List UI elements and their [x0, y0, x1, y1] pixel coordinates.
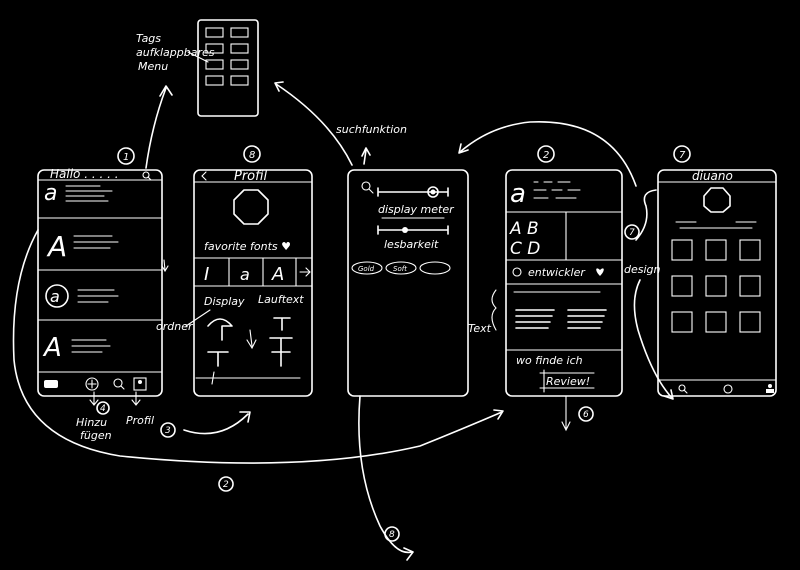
number-8: 8 — [249, 150, 255, 161]
svg-text:A: A — [46, 230, 67, 263]
profil-label: Profil — [126, 414, 154, 427]
design-label: design — [624, 263, 661, 276]
suchfunktion-label: suchfunktion — [336, 123, 407, 136]
wo-finde-label: wo finde ich — [516, 354, 583, 367]
screen-home: a A a A — [37, 169, 163, 406]
number-7: 7 — [679, 150, 686, 161]
text-label: Text — [468, 322, 492, 335]
arrow-sort-up — [361, 147, 371, 165]
ordner-label: ordner — [156, 320, 194, 333]
home-header: Hallo . . . . . — [50, 167, 119, 181]
number-4: 4 — [100, 404, 106, 414]
arrow-to-menu-left — [145, 85, 173, 169]
svg-text:A: A — [271, 264, 284, 285]
profil-header: Profil — [234, 169, 268, 184]
svg-text:I: I — [204, 264, 209, 285]
arrow-profil-flow — [183, 411, 251, 435]
number-3: 3 — [165, 426, 171, 436]
arrow-search-down — [358, 395, 414, 561]
number-2-top: 2 — [543, 150, 549, 161]
number-1: 1 — [123, 152, 129, 163]
arrow-to-menu-right — [274, 81, 353, 166]
svg-text:A B: A B — [509, 219, 539, 239]
tags-menu-label-2: aufklappbares — [136, 46, 215, 59]
arrow-home-to-detail — [12, 229, 504, 464]
entwickler-label: entwickler — [528, 266, 586, 279]
svg-text:a: a — [240, 265, 250, 284]
col-lauftext-label: Lauftext — [258, 293, 304, 306]
tags-menu-wireframe — [187, 19, 259, 117]
pill-gold-label: Gold — [358, 265, 375, 273]
screen-designer — [657, 169, 777, 397]
number-2-bottom: 2 — [223, 480, 229, 490]
svg-text:A: A — [42, 333, 62, 363]
designer-header: diuano — [692, 169, 733, 183]
tags-menu-label-3: Menu — [138, 60, 168, 73]
screen-profil: I a A — [193, 169, 313, 397]
slider-display-meter-label: display meter — [378, 203, 455, 216]
number-8-bottom: 8 — [389, 530, 395, 540]
arrow-design-side — [635, 189, 657, 241]
svg-text:a: a — [50, 287, 60, 306]
hinzufuegen-label-2: fügen — [80, 429, 112, 442]
tags-menu-label-1: Tags — [136, 32, 161, 45]
col-display-label: Display — [204, 295, 245, 308]
hinzufuegen-label-1: Hinzu — [76, 416, 107, 429]
screen-search — [347, 169, 469, 397]
pill-soft-label: Soft — [393, 265, 407, 273]
arrow-design-to-designer — [633, 279, 674, 400]
arrow-detail-to-search — [458, 121, 637, 187]
svg-text:a: a — [510, 179, 526, 209]
favorite-fonts-label: favorite fonts ♥ — [204, 240, 291, 253]
svg-text:C D: C D — [510, 239, 540, 259]
review-button: Review! — [546, 375, 590, 388]
slider-lesbarkeit-label: lesbarkeit — [384, 238, 439, 251]
screen-detail: a A B C D — [505, 169, 623, 432]
number-7-small: 7 — [629, 228, 635, 238]
svg-text:a: a — [44, 181, 57, 206]
number-6: 6 — [583, 410, 589, 420]
